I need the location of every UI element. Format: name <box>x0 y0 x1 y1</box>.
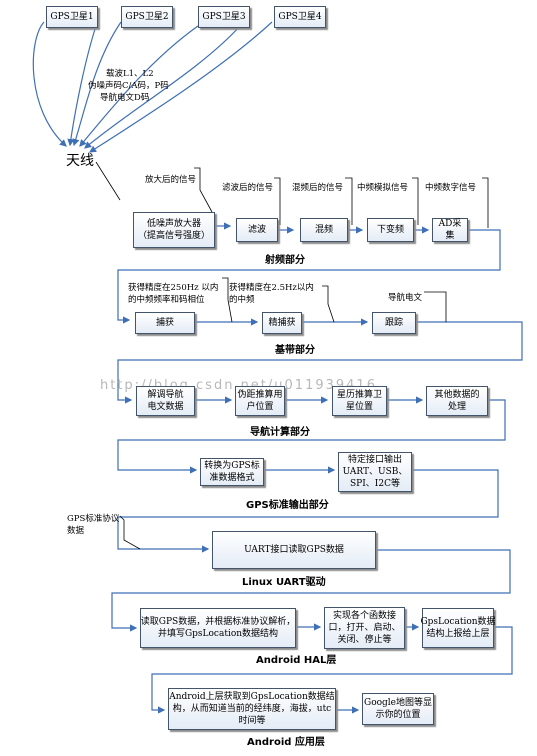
gps-output-section-title: GPS标准输出部分 <box>246 500 329 511</box>
app-section-title: Android 应用层 <box>247 737 325 748</box>
parse-gps-box: 读取GPS数据，并根据标准协议解析， 并填写GpsLocation数据结构 <box>140 608 296 648</box>
rf-label-if-analog: 中频模拟信号 <box>357 183 409 193</box>
function-interface-box: 实现各个函数接 口，打开、启动、 关闭、停止等 <box>324 607 405 649</box>
google-map-box: Google地图等显 示你的位置 <box>362 693 434 725</box>
protocol-data-label: GPS标准协议 数据 <box>67 514 120 536</box>
hal-section-title: Android HAL层 <box>256 655 337 666</box>
rf-label-if-digital: 中频数字信号 <box>425 183 477 193</box>
navcalc-section-title: 导航计算部分 <box>250 427 310 438</box>
lna-box: 低噪声放大器 （提高信号强度） <box>133 212 215 248</box>
satellite-2-box: GPS卫星2 <box>121 6 173 28</box>
ad-sampling-box: AD采集 <box>432 218 468 242</box>
report-upper-box: GpsLocation数据 结构上报给上层 <box>420 608 496 648</box>
convert-format-box: 转换为GPS标 准数据格式 <box>200 458 264 486</box>
fine-acquisition-box: 精捕获 <box>262 312 302 334</box>
ephemeris-box: 星历推算卫 星位置 <box>332 386 387 416</box>
acquisition-box: 捕获 <box>135 312 195 334</box>
rf-label-mixed: 混频后的信号 <box>292 183 344 193</box>
rf-section-title: 射频部分 <box>265 255 305 266</box>
uart-read-box: UART接口读取GPS数据 <box>212 531 376 569</box>
baseband-label-coarse: 获得精度在250Hz 以内 的中频频率和码相位 <box>128 283 219 305</box>
interface-output-box: 特定接口输出 UART、USB、 SPI、I2C等 <box>338 452 412 492</box>
mixer-box: 混频 <box>300 218 348 242</box>
signal-note-1: 载波L1、L2 <box>106 69 154 79</box>
filter-box: 滤波 <box>236 218 278 242</box>
other-data-box: 其他数据的 处理 <box>426 386 488 416</box>
signal-note-2: 伪噪声码C/A码，P码 <box>88 81 169 91</box>
rf-label-amplified: 放大后的信号 <box>145 175 197 185</box>
rf-label-filtered: 滤波后的信号 <box>222 183 274 193</box>
baseband-section-title: 基带部分 <box>275 345 315 356</box>
pseudorange-box: 伪距推算用 户位置 <box>235 386 285 416</box>
baseband-label-nav-message: 导航电文 <box>388 293 423 303</box>
tracking-box: 跟踪 <box>372 312 416 334</box>
signal-note-3: 导航电文D码 <box>100 93 150 103</box>
satellite-1-box: GPS卫星1 <box>46 6 98 28</box>
satellite-4-box: GPS卫星4 <box>274 6 326 28</box>
upper-layer-box: Android上层获取到GpsLocation数据结 构，从而知道当前的经纬度，… <box>168 688 336 730</box>
demodulate-box: 解调导航 电文数据 <box>136 386 195 416</box>
downconvert-box: 下变频 <box>367 218 414 242</box>
satellite-3-box: GPS卫星3 <box>198 6 250 28</box>
antenna-label: 天线 <box>66 153 94 169</box>
uart-section-title: Linux UART驱动 <box>242 577 326 588</box>
baseband-label-fine: 获得精度在2.5Hz以内 的中频 <box>229 283 314 305</box>
